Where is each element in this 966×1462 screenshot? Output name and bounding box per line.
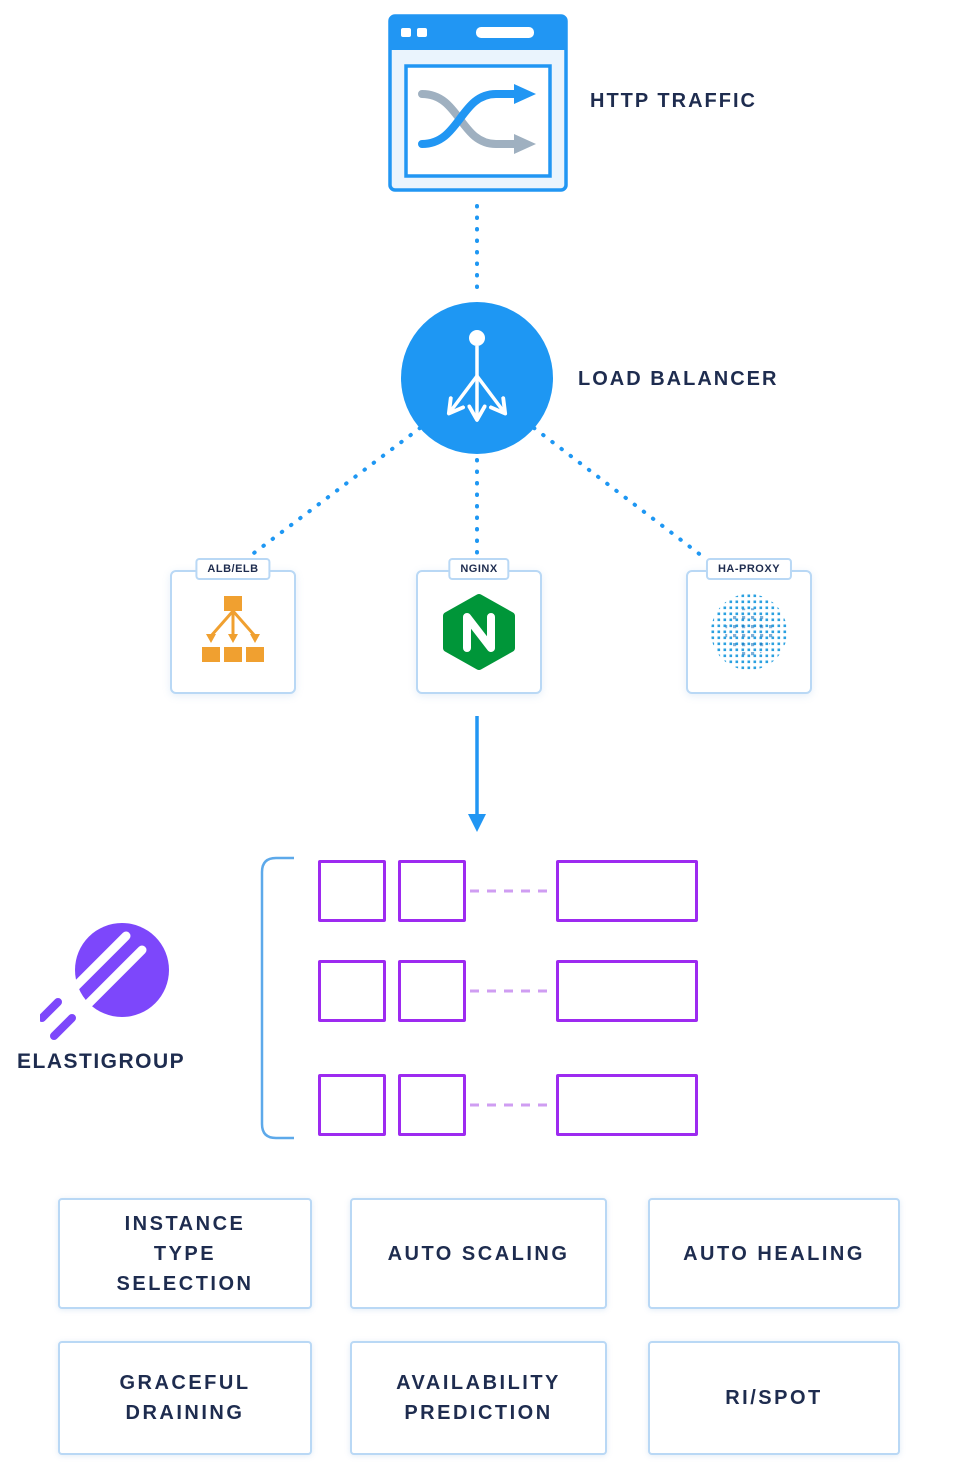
haproxy-sphere-icon bbox=[711, 594, 787, 670]
balancer-box-haproxy: HA-PROXY bbox=[686, 558, 812, 694]
alb-elb-tab-label: ALB/ELB bbox=[195, 558, 271, 580]
load-balancer-node bbox=[401, 302, 553, 454]
haproxy-tab-label: HA-PROXY bbox=[705, 558, 793, 580]
alb-elb-tree-icon bbox=[202, 596, 264, 662]
cluster-node bbox=[398, 860, 466, 922]
cluster-node bbox=[398, 960, 466, 1022]
balancer-box-nginx: NGINX bbox=[416, 558, 542, 694]
feature-box-graceful-draining: GRACEFUL DRAINING bbox=[58, 1341, 312, 1455]
feature-box-instance-type-selection: INSTANCE TYPE SELECTION bbox=[58, 1198, 312, 1309]
load-balancer-split-icon bbox=[446, 330, 508, 422]
feature-label: RI/SPOT bbox=[725, 1387, 823, 1409]
cluster-node bbox=[318, 960, 386, 1022]
http-traffic-browser-icon bbox=[388, 14, 568, 192]
http-traffic-label: HTTP TRAFFIC bbox=[590, 90, 757, 112]
cluster-node-wide bbox=[556, 960, 698, 1022]
feature-box-availability-prediction: AVAILABILITY PREDICTION bbox=[350, 1341, 607, 1455]
cluster-node bbox=[318, 860, 386, 922]
elastigroup-logo-icon bbox=[40, 923, 169, 1040]
feature-label: AUTO SCALING bbox=[387, 1242, 570, 1265]
cluster-node bbox=[398, 1074, 466, 1136]
feature-label: GRACEFUL DRAINING bbox=[119, 1372, 251, 1424]
elastigroup-label: ELASTIGROUP bbox=[17, 1050, 186, 1073]
nginx-icon bbox=[443, 594, 515, 670]
balancer-box-alb-elb: ALB/ELB bbox=[170, 558, 296, 694]
load-balancer-label: LOAD BALANCER bbox=[578, 368, 779, 390]
feature-label: AUTO HEALING bbox=[683, 1242, 865, 1265]
feature-box-auto-scaling: AUTO SCALING bbox=[350, 1198, 607, 1309]
feature-label: AVAILABILITY PREDICTION bbox=[396, 1372, 561, 1424]
feature-box-ri-spot: RI/SPOT bbox=[648, 1341, 900, 1455]
cluster-node-wide bbox=[556, 1074, 698, 1136]
feature-label: INSTANCE TYPE SELECTION bbox=[116, 1212, 254, 1295]
cluster-node bbox=[318, 1074, 386, 1136]
cluster-node-wide bbox=[556, 860, 698, 922]
nginx-tab-label: NGINX bbox=[448, 558, 510, 580]
feature-box-auto-healing: AUTO HEALING bbox=[648, 1198, 900, 1309]
